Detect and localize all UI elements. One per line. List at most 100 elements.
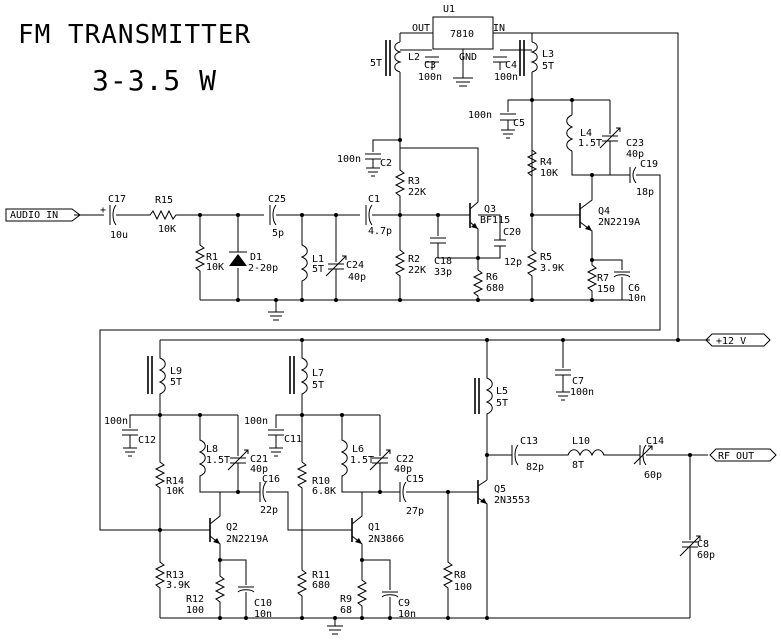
c9-label: C9 <box>398 598 410 609</box>
c19-value: 18p <box>636 187 654 198</box>
r2-label: R2 <box>408 254 420 265</box>
r7-label: R7 <box>597 273 609 284</box>
l5-label: L5 <box>496 386 508 397</box>
q2-value: 2N2219A <box>226 534 268 545</box>
r2-value: 22K <box>408 265 426 276</box>
r3-label: R3 <box>408 176 420 187</box>
c2-label: C2 <box>380 158 392 169</box>
c3-label: C3 <box>424 60 436 71</box>
r8-value: 100 <box>454 582 472 593</box>
c18-value: 33p <box>434 267 452 278</box>
c20-value: 12p <box>504 257 522 268</box>
l3-value: 5T <box>542 61 554 72</box>
r3-value: 22K <box>408 187 426 198</box>
r6-value: 680 <box>486 283 504 294</box>
c25-value: 5p <box>272 228 284 239</box>
c2-value: 100n <box>337 154 361 165</box>
audio-in-label: AUDIO IN <box>10 210 58 221</box>
l8-label: L8 <box>206 444 218 455</box>
c12-value: 100n <box>104 416 128 427</box>
bottom-section: L9 5T 100n C12 L8 1.5T C21 40p R14 10K Q… <box>104 338 777 635</box>
c7-label: C7 <box>572 376 584 387</box>
c17-plus: + <box>100 205 106 216</box>
q4-value: 2N2219A <box>598 217 640 228</box>
l1-label: L1 <box>312 254 324 265</box>
c3-value: 100n <box>418 72 442 83</box>
c14-label: C14 <box>646 436 664 447</box>
c24-value: 40p <box>348 272 366 283</box>
l5-value: 5T <box>496 398 508 409</box>
r9-label: R9 <box>340 594 352 605</box>
d1-value: 2-20p <box>248 263 278 274</box>
r4-value: 10K <box>540 168 558 179</box>
r11-label: R11 <box>312 570 330 581</box>
c10-label: C10 <box>254 598 272 609</box>
c11-label: C11 <box>284 434 302 445</box>
l10-value: 8T <box>572 460 584 471</box>
l4-label: L4 <box>580 128 592 139</box>
c17-label: C17 <box>108 194 126 205</box>
l2-value: 5T <box>370 58 382 69</box>
c20-label: C20 <box>503 227 521 238</box>
r10-value: 6.8K <box>312 486 336 497</box>
d1-label: D1 <box>250 252 262 263</box>
r7-value: 150 <box>597 284 615 295</box>
q4-label: Q4 <box>598 206 610 217</box>
r1-value: 10K <box>206 262 224 273</box>
q2-label: Q2 <box>226 522 238 533</box>
c10-value: 10n <box>254 609 272 620</box>
c18-label: C18 <box>434 256 452 267</box>
l7-value: 5T <box>312 380 324 391</box>
u1-gnd-pin: GND <box>459 52 477 63</box>
q1-label: Q1 <box>368 522 380 533</box>
c1-label: C1 <box>368 194 380 205</box>
r14-value: 10K <box>166 486 184 497</box>
r11-value: 680 <box>312 580 330 591</box>
r15-label: R15 <box>155 195 173 206</box>
c5-label: C5 <box>513 118 525 129</box>
rf-out-port[interactable] <box>709 448 777 462</box>
l6-label: L6 <box>352 444 364 455</box>
r8-label: R8 <box>454 570 466 581</box>
r15-value: 10K <box>158 224 176 235</box>
r12-value: 100 <box>186 605 204 616</box>
r1-label: R1 <box>206 252 218 263</box>
u1-label: U1 <box>443 4 455 15</box>
l8-value: 1.5T <box>206 455 230 466</box>
c6-value: 10n <box>628 293 646 304</box>
c13-value: 82p <box>526 462 544 473</box>
c14-value: 60p <box>644 470 662 481</box>
q1-value: 2N3866 <box>368 534 404 545</box>
c1-value: 4.7p <box>368 226 392 237</box>
c23-label: C23 <box>626 138 644 149</box>
vcc-port[interactable] <box>705 333 771 347</box>
r9-value: 68 <box>340 605 352 616</box>
c19-label: C19 <box>640 159 658 170</box>
l2-label: L2 <box>408 52 420 63</box>
c22-label: C22 <box>396 454 414 465</box>
c6-label: C6 <box>628 283 640 294</box>
c13-label: C13 <box>520 436 538 447</box>
rf-out-label: RF OUT <box>718 451 754 462</box>
vcc-label: +12 V <box>716 336 746 347</box>
c16-label: C16 <box>262 474 280 485</box>
r5-label: R5 <box>540 252 552 263</box>
u1-out-pin: OUT <box>412 23 430 34</box>
r6-label: R6 <box>486 272 498 283</box>
c15-label: C15 <box>406 474 424 485</box>
r13-label: R13 <box>166 570 184 581</box>
l9-label: L9 <box>170 366 182 377</box>
l10-label: L10 <box>572 436 590 447</box>
l9-value: 5T <box>170 377 182 388</box>
c21-value: 40p <box>250 464 268 475</box>
title-line-2: 3-3.5 W <box>92 64 218 97</box>
c5-value: 100n <box>468 110 492 121</box>
audio-in-port[interactable] <box>5 208 81 222</box>
r12-label: R12 <box>186 594 204 605</box>
supply-rail: +12 V C7 100n <box>160 333 771 401</box>
c23-value: 40p <box>626 149 644 160</box>
c7-value: 100n <box>570 387 594 398</box>
c12-label: C12 <box>138 435 156 446</box>
q5-label: Q5 <box>494 484 506 495</box>
q5-value: 2N3553 <box>494 495 530 506</box>
